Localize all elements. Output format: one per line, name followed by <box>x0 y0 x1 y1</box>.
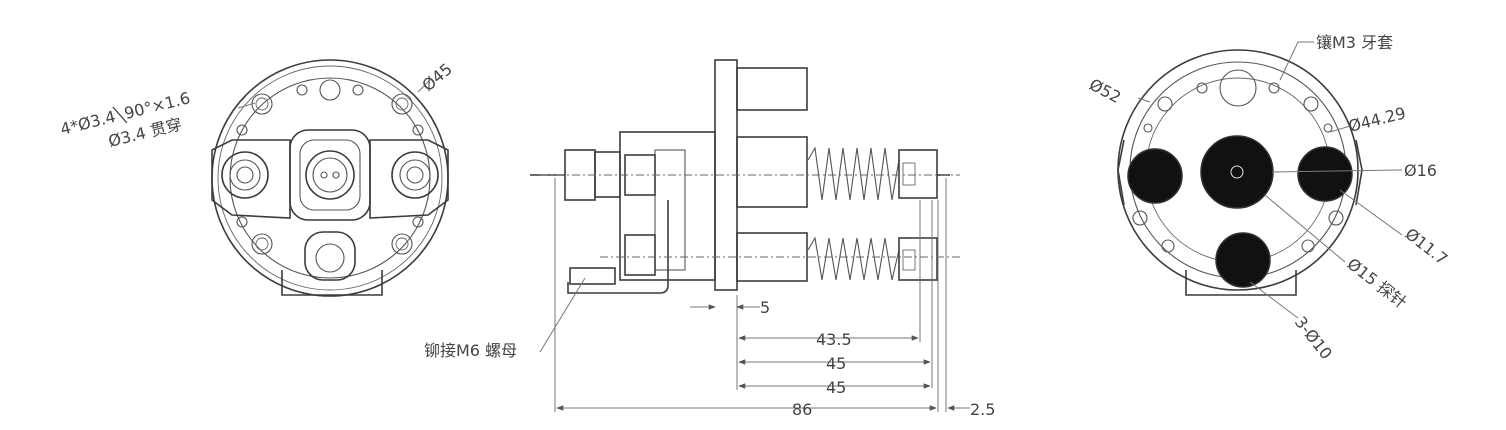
dim-43-5: 43.5 <box>816 330 852 349</box>
dim-5: 5 <box>760 298 770 317</box>
right-back-view <box>1117 41 1403 319</box>
dim-86: 86 <box>792 400 812 419</box>
right-pcd-label: Ø44.29 <box>1346 103 1407 136</box>
dim-2-5: 2.5 <box>970 400 995 419</box>
insert-label: 镶M3 牙套 <box>1316 33 1393 52</box>
dim-45-b: 45 <box>826 378 846 397</box>
left-dia-label: Ø45 <box>418 59 455 95</box>
right-center-dia-label: Ø16 <box>1404 161 1437 180</box>
three-holes-label: 3-Ø10 <box>1291 313 1336 363</box>
dim-45-a: 45 <box>826 354 846 373</box>
right-small-dia-label: Ø11.7 <box>1402 224 1452 269</box>
left-front-view <box>211 59 449 297</box>
probe-label: Ø15 探针 <box>1344 254 1411 312</box>
center-side-view <box>530 59 970 412</box>
right-outer-dia-label: Ø52 <box>1086 75 1124 107</box>
rivet-nut-label: 铆接M6 螺母 <box>424 341 517 360</box>
